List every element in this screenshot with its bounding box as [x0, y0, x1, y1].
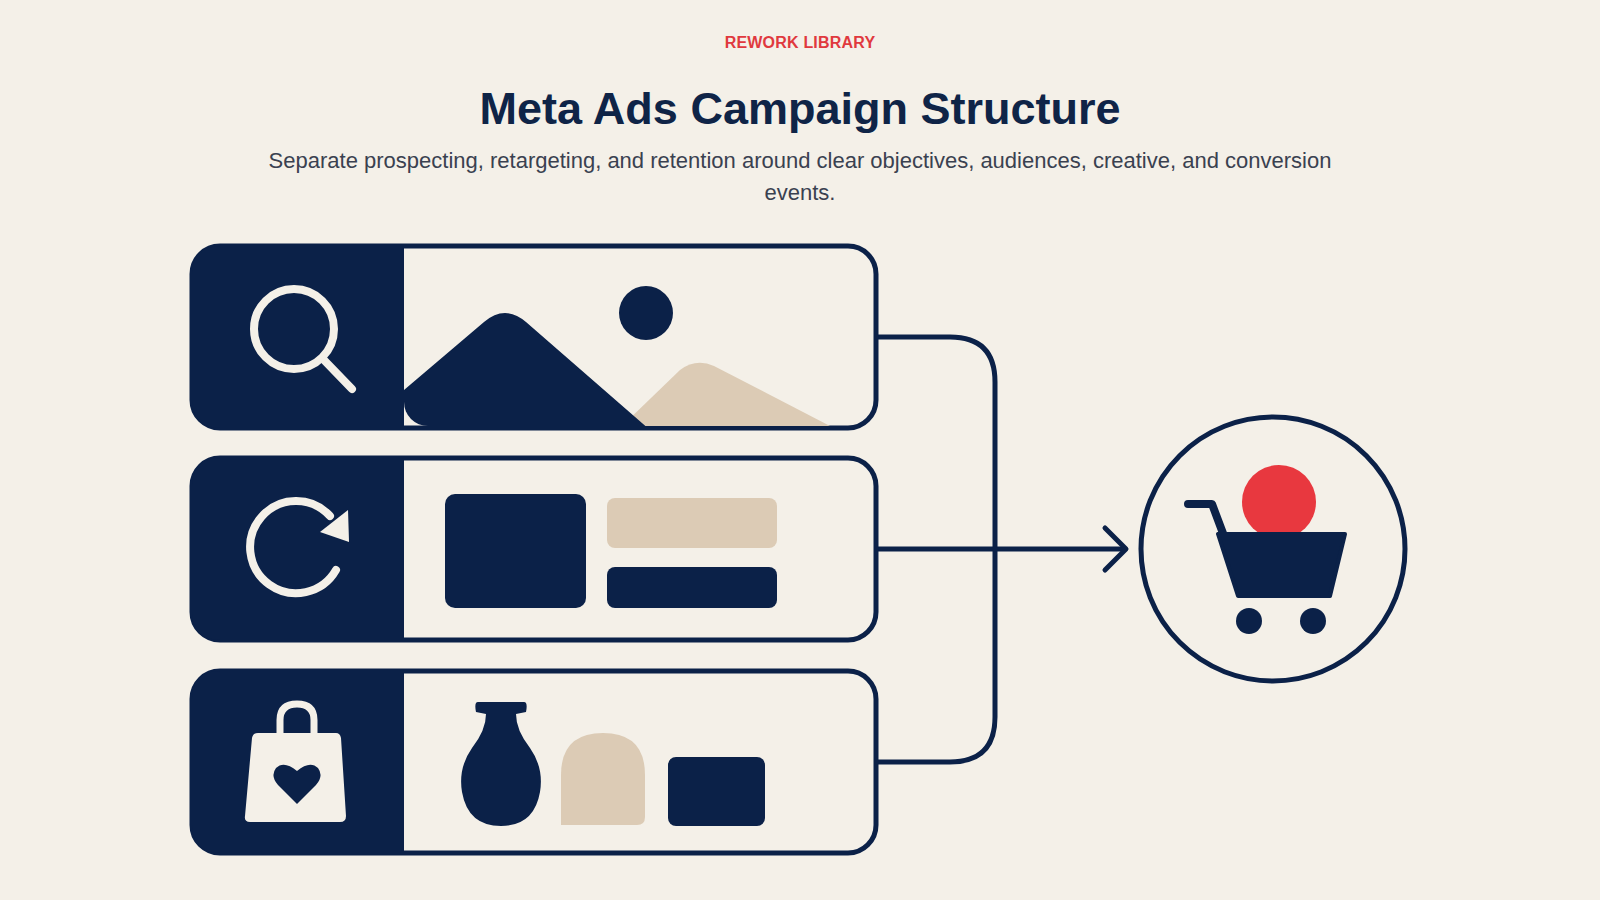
box-shape: [668, 757, 765, 826]
cart-circle: [1141, 417, 1405, 681]
bar-outline: [192, 671, 876, 853]
icon-panel: [192, 458, 404, 640]
hill-shape: [622, 363, 830, 426]
mountain-shape: [404, 313, 650, 426]
cart-handle: [1188, 504, 1224, 536]
bar-outline: [192, 458, 876, 640]
cart-basket: [1218, 534, 1345, 596]
prospecting-bar: [192, 246, 876, 430]
page-title: Meta Ads Campaign Structure: [0, 82, 1600, 136]
image-block: [445, 494, 586, 608]
icon-panel: [192, 246, 404, 428]
arrow-head: [1105, 528, 1126, 570]
connector-lines: [876, 337, 1126, 762]
page-caption: Separate prospecting, retargeting, and r…: [250, 145, 1350, 209]
arrow-line: [876, 547, 1125, 552]
vase-shape: [461, 702, 541, 826]
retention-bar: [192, 671, 876, 853]
arch-shape: [561, 733, 645, 825]
refresh-icon: [250, 501, 349, 593]
cart-outline: [1141, 417, 1405, 681]
bag-icon: [245, 704, 346, 822]
retargeting-bar: [192, 458, 876, 640]
text-block: [607, 498, 777, 548]
sun-shape: [619, 286, 673, 340]
cart-wheel: [1236, 608, 1262, 634]
button-block: [607, 567, 777, 608]
library-label: REWORK LIBRARY: [0, 34, 1600, 52]
search-icon: [254, 289, 352, 389]
red-ball: [1242, 465, 1316, 539]
cart-wheel: [1300, 608, 1326, 634]
icon-panel: [192, 671, 404, 853]
